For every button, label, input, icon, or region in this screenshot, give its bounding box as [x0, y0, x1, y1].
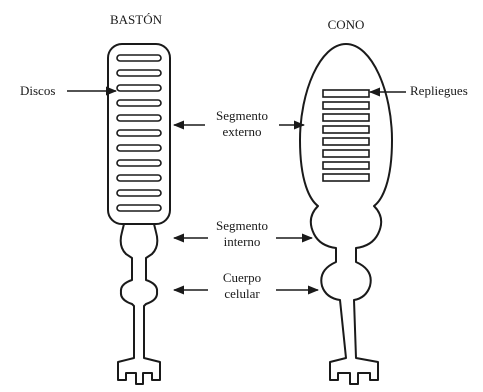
- inner-segment-label-line1: Segmento: [216, 218, 268, 233]
- cone-title: CONO: [328, 17, 365, 32]
- rod-inner-and-body: [118, 224, 160, 384]
- rod-title: BASTÓN: [110, 12, 163, 27]
- cone-cell: [300, 44, 392, 384]
- cell-body-label-line1: Cuerpo: [223, 270, 261, 285]
- rod-cell: [108, 44, 170, 384]
- cell-body-label-line2: celular: [224, 286, 260, 301]
- outer-segment-label-line1: Segmento: [216, 108, 268, 123]
- discs-label: Discos: [20, 83, 55, 98]
- inner-segment-label-line2: interno: [224, 234, 261, 249]
- folds-label: Repliegues: [410, 83, 468, 98]
- outer-segment-label-line2: externo: [223, 124, 262, 139]
